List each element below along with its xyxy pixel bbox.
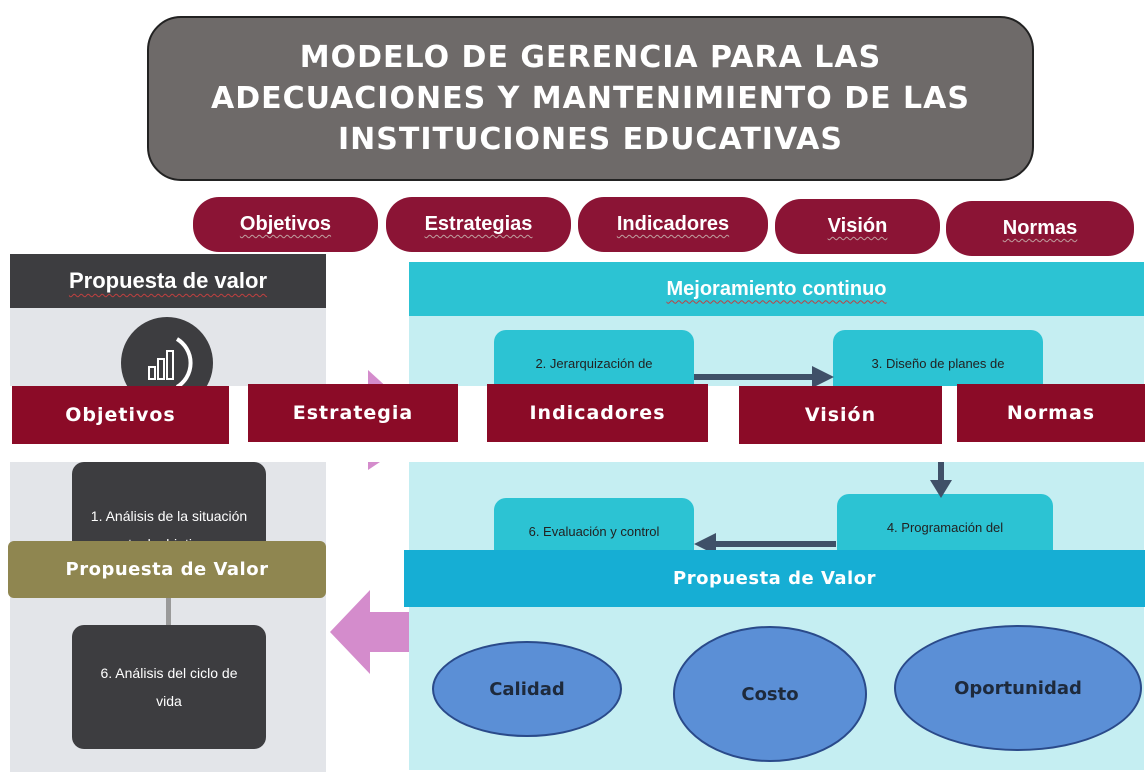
ellipse-calidad: Calidad	[432, 641, 622, 737]
pill-normas: Normas	[946, 201, 1134, 256]
page-title: MODELO DE GERENCIA PARA LAS ADECUACIONES…	[211, 40, 970, 157]
pill-indicadores: Indicadores	[578, 197, 768, 252]
arrow-right-flow-icon	[694, 366, 834, 388]
title-box: MODELO DE GERENCIA PARA LAS ADECUACIONES…	[147, 16, 1034, 181]
bar-indicadores: Indicadores	[487, 384, 708, 442]
bar-estrategia: Estrategia	[248, 384, 458, 442]
ellipse-oportunidad: Oportunidad	[894, 625, 1142, 751]
bar-objetivos: Objetivos	[12, 386, 229, 444]
arrow-left-flow-icon	[694, 533, 836, 555]
arrow-left-icon	[330, 590, 410, 674]
left-panel-header: Propuesta de valor	[10, 254, 326, 308]
right-panel-header: Mejoramiento continuo	[409, 262, 1144, 316]
propuesta-valor-right: Propuesta de Valor	[404, 550, 1145, 607]
ellipse-costo: Costo	[673, 626, 867, 762]
pill-vision: Visión	[775, 199, 940, 254]
left-step-6: 6. Análisis del ciclo de vida	[72, 625, 266, 749]
propuesta-valor-left: Propuesta de Valor	[8, 541, 326, 598]
arrow-down-flow-icon	[930, 462, 952, 498]
bar-vision: Visión	[739, 386, 942, 444]
pill-estrategias: Estrategias	[386, 197, 571, 252]
pill-objetivos: Objetivos	[193, 197, 378, 252]
bar-normas: Normas	[957, 384, 1145, 442]
connector-line	[166, 598, 171, 628]
